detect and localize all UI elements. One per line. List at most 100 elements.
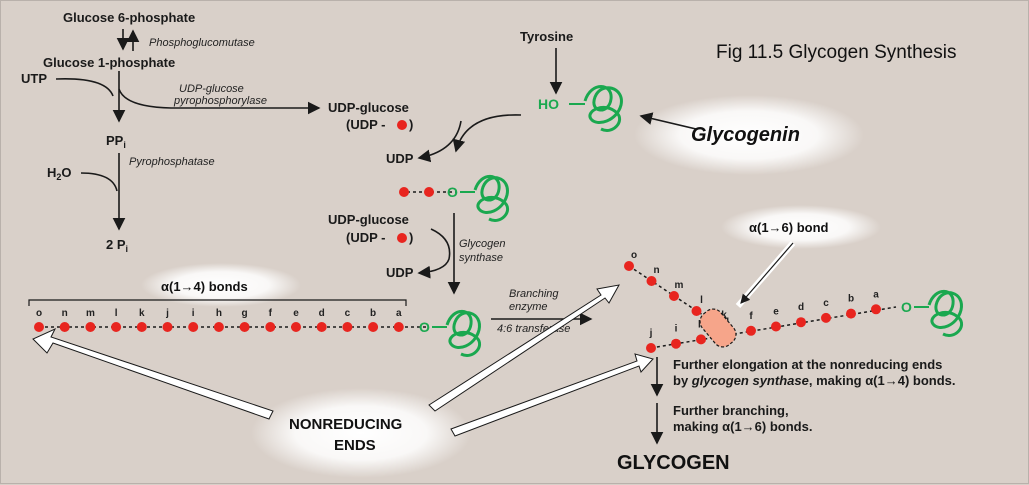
label-branching-1: Branching <box>509 288 559 300</box>
glucose-residue <box>646 343 656 353</box>
label-udp-dash-1: (UDP - <box>346 117 385 132</box>
glucose-residue <box>342 322 353 332</box>
label-elongation-1: Further elongation at the nonreducing en… <box>673 357 942 372</box>
glucose-residue <box>646 276 657 286</box>
label-glycogen: GLYCOGEN <box>617 452 730 474</box>
label-2pi: 2 Pi <box>106 237 128 254</box>
residue-letter: f <box>269 308 273 319</box>
glucose-residue <box>34 322 44 332</box>
label-bond16: α(1→6) bond <box>749 220 829 235</box>
glucose-residue <box>696 334 706 345</box>
glucose-residue <box>397 120 407 130</box>
glucose-residue <box>213 322 224 332</box>
residue-letter: b <box>848 294 854 305</box>
label-branching-2: enzyme <box>509 301 548 313</box>
utp-curve <box>55 78 114 97</box>
glucose-residue <box>669 291 679 301</box>
glucose-residue <box>846 308 856 319</box>
residue-letter: i <box>192 308 195 319</box>
bond14-glow <box>141 263 301 307</box>
residue-letter: l <box>115 308 118 319</box>
arrow-bond16 <box>740 242 794 304</box>
residue-letter: l <box>700 295 703 306</box>
label-glycogen-synthase-2: synthase <box>459 252 503 264</box>
figure-caption: Fig 11.5 Glycogen Synthesis <box>716 42 956 63</box>
label-glycogen-synthase-1: Glycogen <box>459 238 505 250</box>
label-o-3: O <box>901 299 912 315</box>
residue-letter: d <box>319 308 325 319</box>
glucose-residue <box>671 338 681 349</box>
arrow-glycogenin <box>639 112 697 130</box>
glucose-residue <box>368 322 379 332</box>
glucose-residue <box>771 321 781 332</box>
glucose-residue <box>265 322 276 332</box>
residue-letter: e <box>293 308 299 319</box>
glycogenin-glow <box>634 95 864 175</box>
glucose-residue <box>85 322 96 332</box>
label-elongation-2: by glycogen synthase, making α(1→4) bond… <box>673 373 956 388</box>
nonreducing-glow <box>251 388 471 478</box>
residue-letter: b <box>370 308 376 319</box>
bond14-bracket <box>28 299 407 306</box>
glucose-residue <box>316 322 327 332</box>
primer-chain: O <box>399 174 510 222</box>
glucose-residue <box>871 304 881 315</box>
residue-letter: g <box>242 308 248 319</box>
residue-letter: h <box>216 308 222 319</box>
arrow-to-udp-2 <box>417 228 451 279</box>
residue-letter: c <box>823 298 829 309</box>
label-paren-1: ) <box>409 117 413 132</box>
residue-letter: d <box>798 302 804 313</box>
residue-letter: e <box>773 307 779 318</box>
glycogenin-protein-icon <box>445 309 482 357</box>
label-glycogenin: Glycogenin <box>691 124 800 146</box>
glucose-residue <box>821 312 831 323</box>
label-udp-2: UDP <box>386 265 414 280</box>
glucose-residue <box>111 322 122 332</box>
residue-letter: j <box>649 328 653 339</box>
arrow-to-udpglucose <box>118 88 321 115</box>
residue-letter: i <box>675 324 678 335</box>
label-nonreducing-2: ENDS <box>334 437 376 454</box>
residue-letter: f <box>749 311 753 322</box>
residue-letter: a <box>396 308 402 319</box>
residue-letter: a <box>873 289 879 300</box>
label-h2o: H2O <box>47 165 72 182</box>
label-o-1: O <box>447 184 458 200</box>
glucose-residue <box>746 325 756 336</box>
glucose-residue <box>291 322 301 332</box>
residue-letter: m <box>86 308 95 319</box>
residue-letter: o <box>36 308 42 319</box>
glucose-residue <box>796 317 806 328</box>
residue-letter: n <box>62 308 68 319</box>
glucose-residue <box>399 187 409 197</box>
label-paren-2: ) <box>409 230 413 245</box>
residue-letter: k <box>139 308 145 319</box>
label-ho: HO <box>538 96 559 112</box>
label-bond14: α(1→4) bonds <box>161 279 248 294</box>
label-glucose-6-phosphate: Glucose 6-phosphate <box>63 10 195 25</box>
nonreducing-arrows <box>32 284 654 437</box>
glucose-residue <box>239 322 250 332</box>
residue-letter: j <box>165 308 169 319</box>
residue-letter: o <box>631 250 637 261</box>
label-utp: UTP <box>21 71 47 86</box>
glucose-residue <box>162 322 173 332</box>
bond16-glow <box>721 205 881 249</box>
arrow-to-udp-1 <box>417 120 462 163</box>
residue-letter: m <box>675 280 684 291</box>
glucose-residue <box>136 322 147 332</box>
label-udpglucose-1: UDP-glucose <box>328 100 409 115</box>
glucose-residue <box>397 233 407 243</box>
glycogenin-protein-icon <box>473 174 510 222</box>
glucose-residue <box>691 306 702 316</box>
label-pyrophosphatase: Pyrophosphatase <box>129 156 215 168</box>
glucose-residue <box>188 322 199 332</box>
label-branch-1: Further branching, <box>673 403 789 418</box>
h2o-curve <box>80 172 118 192</box>
branch-point-highlight <box>699 308 737 348</box>
label-tyrosine: Tyrosine <box>520 29 573 44</box>
